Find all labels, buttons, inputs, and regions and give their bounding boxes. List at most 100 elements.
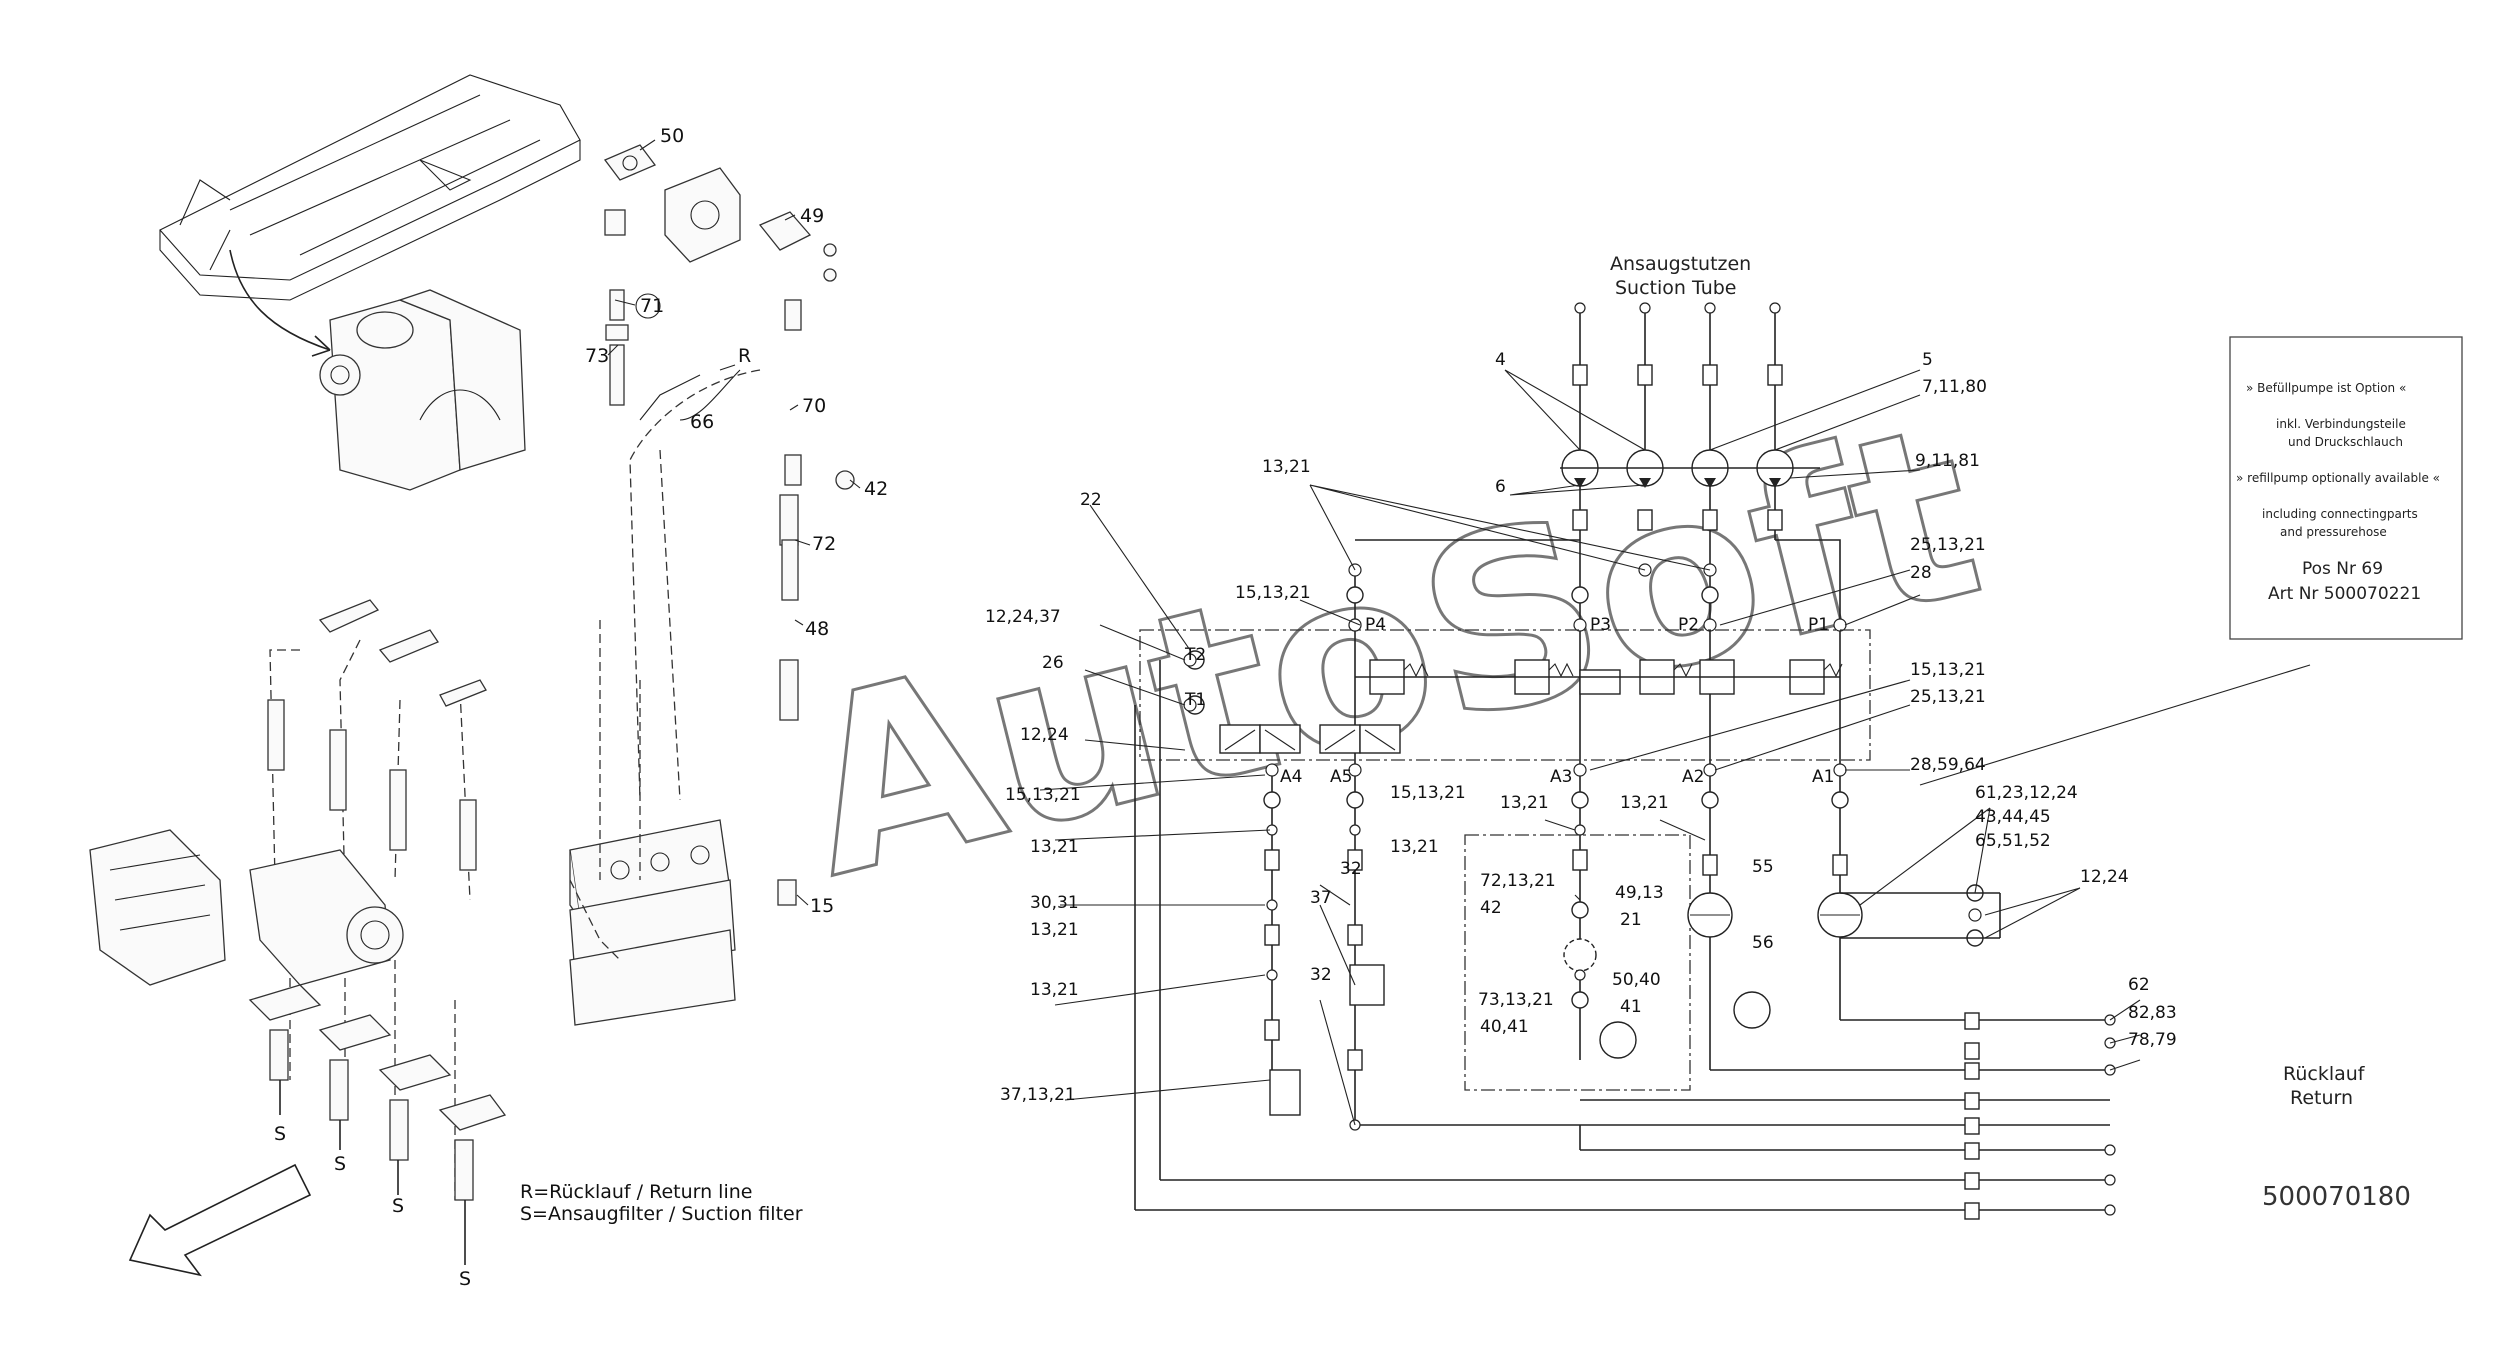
relief-valves: [1355, 659, 1843, 695]
return-line-marker: R: [738, 345, 751, 367]
exploded-view: 50 49 71 73 70 66 42 72 48 15 R S S S S …: [89, 74, 888, 1290]
ref-43: 43,44,45: [1975, 807, 2051, 827]
port-P4: P4: [1365, 615, 1386, 635]
ref-37: 37: [1310, 888, 1332, 908]
suction-marker-1: S: [274, 1123, 286, 1145]
filter-assembly-box: [1464, 834, 1691, 1091]
note-line-3: und Druckschlauch: [2288, 435, 2403, 449]
ref-13-21-a: 13,21: [1262, 457, 1311, 477]
ref-13-21-d: 13,21: [1030, 837, 1079, 857]
gearbox-housing: [319, 289, 526, 491]
return-ends: [1964, 999, 2141, 1220]
port-A5: A5: [1330, 767, 1352, 787]
ref-13-21-g: 13,21: [1030, 980, 1079, 1000]
option-note-box: » Befüllpumpe ist Option « inkl. Verbind…: [2229, 336, 2463, 640]
ref-82-83: 82,83: [2128, 1003, 2177, 1023]
callout-71-circle: [635, 293, 661, 319]
ref-25-13-21-b: 25,13,21: [1910, 687, 1986, 707]
ref-37-13-21: 37,13,21: [1000, 1085, 1076, 1105]
callout-66: 66: [690, 411, 714, 433]
note-art: Art Nr 500070221: [2268, 584, 2421, 604]
flange-parts: [603, 144, 855, 906]
ref-9: 9,11,81: [1915, 451, 1980, 471]
ref-41: 41: [1620, 997, 1642, 1017]
arrow-head: [311, 335, 331, 357]
supply-lines: [1346, 539, 1847, 770]
direction-arrow: [128, 1163, 312, 1277]
suction-inlets: [1572, 302, 1783, 450]
note-line-2: inkl. Verbindungsteile: [2276, 417, 2406, 431]
suction-marker-2: S: [334, 1153, 346, 1175]
legend-return: R=Rücklauf / Return line: [520, 1181, 752, 1203]
ref-49: 49,13: [1615, 883, 1664, 903]
callout-71: 71: [640, 295, 664, 317]
filter-symbols: [1563, 901, 1637, 1059]
note-line-1: » Befüllpumpe ist Option «: [2246, 381, 2406, 395]
ref-73: 73,13,21: [1478, 990, 1554, 1010]
suction-tube-de: Ansaugstutzen: [1610, 253, 1751, 275]
ref-4: 4: [1495, 350, 1506, 370]
callout-leaders: [607, 139, 861, 906]
callout-73: 73: [585, 345, 609, 367]
port-A3: A3: [1550, 767, 1572, 787]
ref-leaders: [1039, 369, 2311, 1126]
return-en: Return: [2290, 1087, 2353, 1109]
ref-32-b: 32: [1310, 965, 1332, 985]
chassis-frame: [159, 74, 581, 301]
ref-12-24-37: 12,24,37: [985, 607, 1061, 627]
ref-56: 56: [1752, 933, 1774, 953]
ref-25-13-21-a: 25,13,21: [1910, 535, 1986, 555]
valve-block-stack: [569, 819, 736, 1026]
note-line-5: including connectingparts: [2262, 507, 2418, 521]
ref-78-79: 78,79: [2128, 1030, 2177, 1050]
return-de: Rücklauf: [2283, 1063, 2366, 1085]
ref-12-24: 12,24: [1020, 725, 1069, 745]
ref-55: 55: [1752, 857, 1774, 877]
ref-28: 28: [1910, 563, 1932, 583]
ref-28-59-64: 28,59,64: [1910, 755, 1986, 775]
port-A1: A1: [1812, 767, 1834, 787]
port-P3: P3: [1590, 615, 1611, 635]
ref-42: 42: [1480, 898, 1502, 918]
port-A4: A4: [1280, 767, 1302, 787]
callout-15: 15: [810, 895, 834, 917]
control-block-outline: [1139, 629, 1871, 761]
suction-marker-4: S: [459, 1268, 471, 1290]
suction-tube-en: Suction Tube: [1615, 277, 1737, 299]
callout-42: 42: [864, 478, 888, 500]
ref-61: 61,23,12,24: [1975, 783, 2078, 803]
port-P1: P1: [1808, 615, 1829, 635]
ref-13-21-e: 13,21: [1390, 837, 1439, 857]
ref-15-13-21-d: 15,13,21: [1390, 783, 1466, 803]
aux-pumps: [1687, 884, 2001, 1029]
callout-50: 50: [660, 125, 684, 147]
ref-15-13-21-b: 15,13,21: [1910, 660, 1986, 680]
drawing-number: 500070180: [2262, 1182, 2411, 1212]
port-P2: P2: [1678, 615, 1699, 635]
ref-65: 65,51,52: [1975, 831, 2051, 851]
suction-flanges: [248, 984, 507, 1265]
return-arrow: [639, 364, 736, 421]
callout-70: 70: [802, 395, 826, 417]
ref-13-21-b: 13,21: [1500, 793, 1549, 813]
ref-22: 22: [1080, 490, 1102, 510]
pump-row: [1560, 449, 1820, 770]
ref-5: 5: [1922, 350, 1933, 370]
ref-12-24-b: 12,24: [2080, 867, 2129, 887]
ref-26: 26: [1042, 653, 1064, 673]
hydraulic-schematic: Ansaugstutzen Suction Tube: [985, 253, 2411, 1220]
note-pos: Pos Nr 69: [2302, 559, 2383, 579]
callout-48: 48: [805, 618, 829, 640]
arrow-curve: [229, 249, 331, 351]
port-A2: A2: [1682, 767, 1704, 787]
ref-6: 6: [1495, 477, 1506, 497]
ref-62: 62: [2128, 975, 2150, 995]
callout-49: 49: [800, 205, 824, 227]
hydraulic-hoses: [267, 599, 487, 871]
ref-13-21-f: 13,21: [1030, 920, 1079, 940]
ref-32-a: 32: [1340, 859, 1362, 879]
ref-13-21-c: 13,21: [1620, 793, 1669, 813]
ref-72: 72,13,21: [1480, 871, 1556, 891]
main-pump: [89, 829, 404, 986]
port-T2: T2: [1184, 645, 1206, 665]
